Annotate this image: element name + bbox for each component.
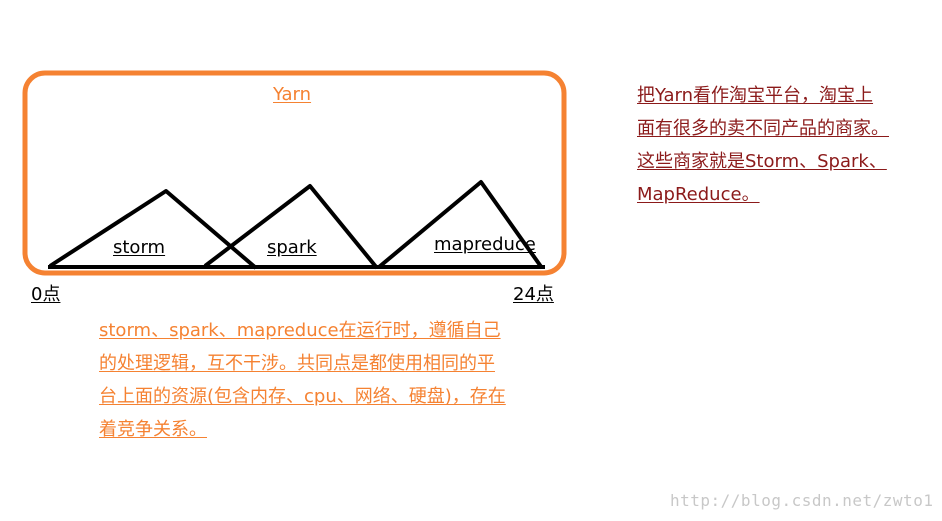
note-line: 台上面的资源(包含内存、cpu、网络、硬盘)，存在 — [99, 386, 506, 407]
note-line: 的处理逻辑，互不干涉。共同点是都使用相同的平 — [99, 353, 495, 374]
timeline-start-label: 0点 — [31, 284, 61, 305]
note-line: 这些商家就是Storm、Spark、 — [637, 151, 887, 172]
yarn-analogy-note: 把Yarn看作淘宝平台，淘宝上 面有很多的卖不同产品的商家。 这些商家就是Sto… — [637, 79, 927, 211]
resource-competition-note: storm、spark、mapreduce在运行时，遵循自己 的处理逻辑，互不干… — [99, 314, 539, 446]
spark-triangle — [203, 184, 379, 270]
timeline-end-label: 24点 — [513, 284, 554, 305]
watermark: http://blog.csdn.net/zwto1 — [670, 491, 934, 510]
yarn-container-box — [22, 70, 567, 276]
note-line: storm、spark、mapreduce在运行时，遵循自己 — [99, 320, 501, 341]
note-line: MapReduce。 — [637, 184, 760, 205]
mapreduce-label: mapreduce — [434, 234, 536, 255]
spark-label: spark — [267, 237, 317, 258]
note-line: 着竞争关系。 — [99, 419, 207, 440]
mapreduce-triangle — [377, 180, 544, 270]
storm-label: storm — [113, 237, 166, 258]
yarn-label: Yarn — [273, 84, 312, 105]
note-line: 面有很多的卖不同产品的商家。 — [637, 118, 889, 139]
storm-triangle — [48, 189, 258, 270]
note-line: 把Yarn看作淘宝平台，淘宝上 — [637, 85, 874, 106]
